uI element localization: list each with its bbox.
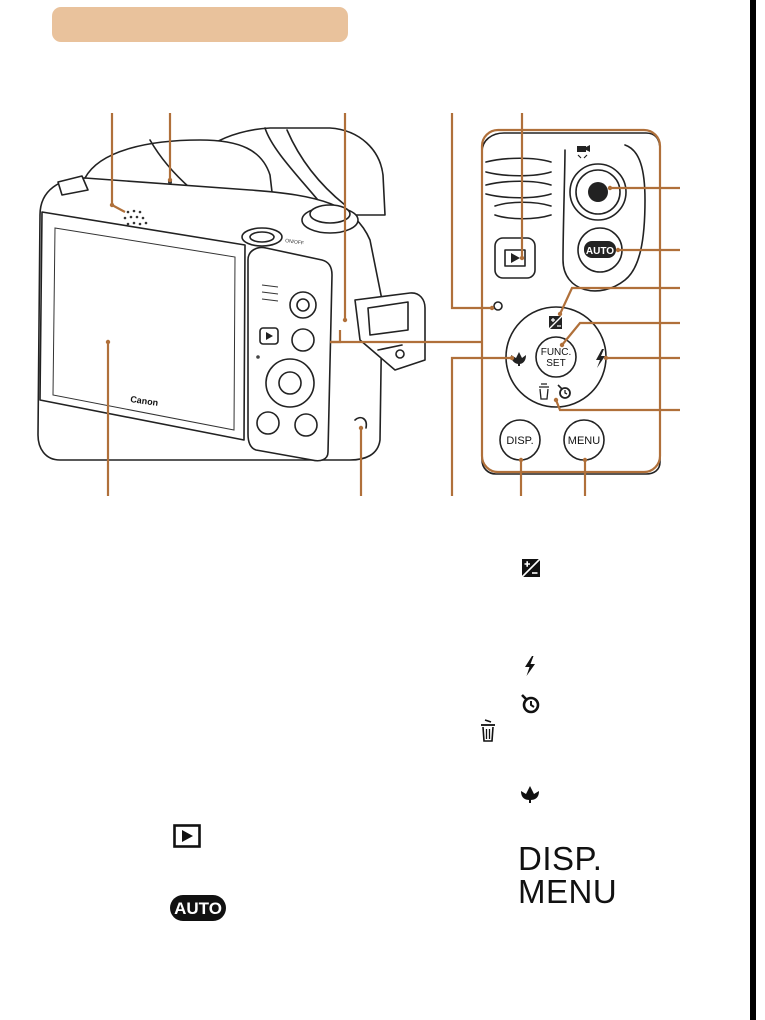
trash-icon [480, 719, 496, 743]
flash-icon [523, 656, 537, 676]
section-header-bar [52, 7, 348, 42]
macro-icon [520, 784, 540, 804]
exposure-compensation-dial-icon [548, 315, 563, 330]
self-timer-icon [519, 692, 541, 714]
func-set-button [535, 336, 577, 378]
disp-label: DISP. [518, 840, 603, 877]
svg-text:ON/OFF: ON/OFF [285, 238, 305, 247]
svg-text:AUTO: AUTO [174, 899, 222, 918]
body-controls [256, 284, 318, 437]
control-panel-detail: AUTO FUNC. SET [481, 132, 661, 475]
macro-dial-icon [511, 352, 526, 366]
movie-record-button [588, 182, 608, 202]
svg-text:MENU: MENU [568, 435, 600, 447]
auto-button [584, 241, 616, 258]
camera-body: ON/OFF Canon [37, 127, 426, 462]
exposure-compensation-icon [521, 558, 541, 578]
brand-logo: Canon [130, 394, 159, 408]
playback-icon [173, 824, 201, 848]
svg-text:DISP.: DISP. [506, 435, 533, 447]
trash-dial-icon [539, 383, 549, 400]
svg-text:FUNC.: FUNC. [541, 347, 572, 358]
indicator-lamp [493, 301, 503, 311]
svg-text:SET: SET [546, 358, 565, 369]
menu-label: MENU [518, 873, 618, 910]
svg-text:AUTO: AUTO [586, 246, 614, 257]
auto-mode-icon: AUTO [170, 895, 226, 921]
page-edge-rule [750, 0, 756, 1020]
self-timer-dial-icon [557, 384, 571, 399]
speaker-grille [123, 209, 148, 226]
callout-lines [105, 113, 680, 496]
movie-icon [577, 145, 590, 159]
flash-dial-icon [596, 349, 605, 368]
